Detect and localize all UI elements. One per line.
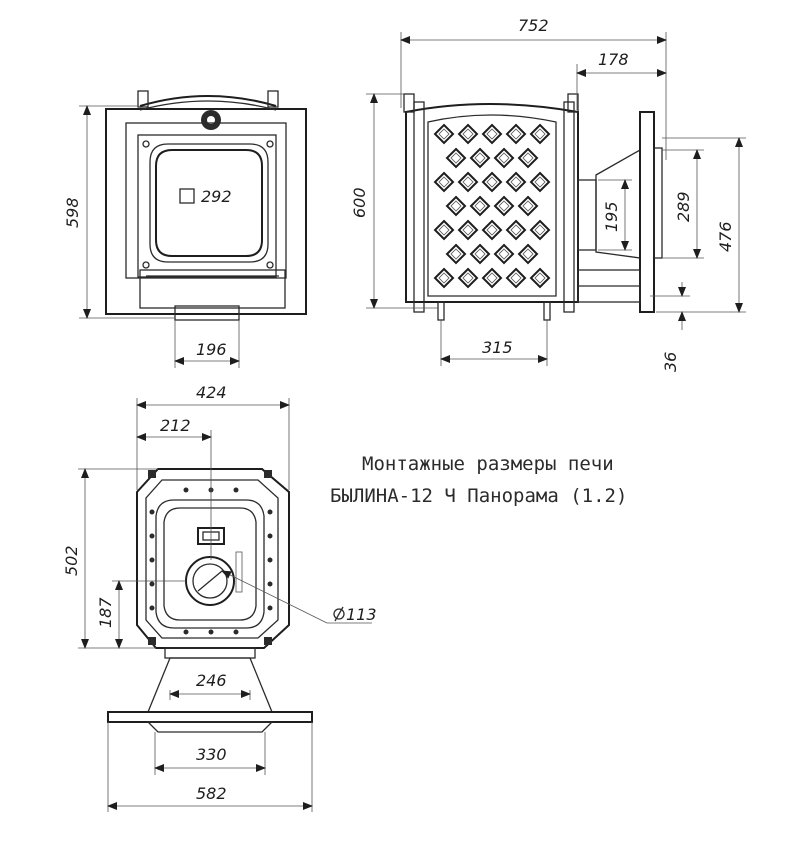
bolt-icon [149, 509, 155, 515]
bolt-icon [183, 629, 189, 635]
front-door-frame [137, 134, 277, 278]
bolt-icon [208, 629, 214, 635]
dim-side-leg-spacing: 315 [482, 338, 513, 357]
dim-side-feed-476: 476 [716, 221, 735, 252]
lattice-cell [529, 219, 551, 241]
side-panel [427, 114, 557, 297]
front-body-outline [105, 108, 307, 315]
bolt-icon [267, 557, 273, 563]
lattice-cell [457, 123, 479, 145]
lattice-cell [517, 243, 539, 265]
bolt-icon [183, 487, 189, 493]
diameter-symbol-icon [333, 608, 345, 620]
bolt-icon [267, 533, 273, 539]
lattice-cell [433, 267, 455, 289]
lattice-cell [433, 123, 455, 145]
front-view: 292 598 196 [63, 90, 307, 368]
dim-top-tunnel: 246 [196, 671, 227, 690]
bolt-icon [149, 557, 155, 563]
dim-top-offset: 212 [160, 416, 191, 435]
lattice-cell [505, 219, 527, 241]
top-view: 424 212 502 187 113 246 330 58 [62, 383, 377, 812]
square-symbol-icon [179, 188, 195, 204]
front-ash-drawer [139, 269, 286, 309]
bolt-icon [267, 581, 273, 587]
side-wall-flange [639, 111, 655, 313]
dim-side-height: 600 [350, 187, 369, 218]
side-tunnel-neck [577, 179, 597, 251]
lattice-cell [529, 267, 551, 289]
top-wall-flange [107, 711, 313, 723]
lattice-cell [493, 195, 515, 217]
bolt-icon [149, 533, 155, 539]
top-lid-plate [155, 499, 265, 629]
dim-top-width: 424 [196, 383, 227, 402]
lattice-cell [517, 147, 539, 169]
bolt-icon [233, 487, 239, 493]
lattice-cell [529, 171, 551, 193]
side-body-outline [405, 103, 579, 303]
lattice-cell [505, 267, 527, 289]
lattice-cell [505, 123, 527, 145]
dim-front-chimney-width: 196 [196, 340, 227, 359]
caption-title: Монтажные размеры печи [362, 453, 614, 475]
front-right-lug [267, 90, 279, 108]
dim-front-glass: 292 [201, 187, 232, 206]
dim-top-depth: 502 [62, 545, 81, 576]
lattice-cell [481, 123, 503, 145]
bolt-icon [149, 581, 155, 587]
side-leg-front [437, 301, 445, 321]
side-lattice-pattern [433, 123, 551, 289]
dim-top-flange: 582 [196, 784, 227, 803]
lattice-cell [481, 267, 503, 289]
lattice-cell [433, 171, 455, 193]
top-tunnel-neck [164, 647, 256, 659]
bolt-icon [233, 629, 239, 635]
side-view: 752 178 600 195 289 476 36 315 [350, 16, 746, 372]
lattice-cell [445, 195, 467, 217]
front-lid-arc [139, 95, 277, 107]
lattice-cell [469, 147, 491, 169]
lattice-cell [517, 195, 539, 217]
dim-top-flue-diameter: 113 [346, 605, 377, 624]
side-leg-back [543, 301, 551, 321]
lattice-cell [469, 243, 491, 265]
dim-top-flue-offset: 187 [96, 597, 115, 628]
lattice-cell [481, 219, 503, 241]
top-flue-inner [192, 563, 228, 599]
lattice-cell [457, 267, 479, 289]
lattice-cell [457, 219, 479, 241]
bolt-icon [149, 605, 155, 611]
front-glass [155, 149, 263, 257]
bolt-icon [267, 605, 273, 611]
lattice-cell [493, 243, 515, 265]
side-right-lug [567, 93, 579, 113]
top-corner-marks [148, 470, 272, 645]
front-frame-bolts [142, 140, 274, 269]
lattice-cell [445, 147, 467, 169]
dim-side-feed-289: 289 [674, 191, 693, 222]
lattice-cell [433, 219, 455, 241]
front-left-lug [137, 90, 149, 108]
lattice-cell [505, 171, 527, 193]
bolt-icon [267, 509, 273, 515]
side-left-lug [403, 93, 415, 113]
lattice-cell [481, 171, 503, 193]
lattice-cell [493, 147, 515, 169]
lattice-cell [529, 123, 551, 145]
dim-top-tunnel-base: 330 [196, 745, 227, 764]
dim-side-feed-195: 195 [602, 201, 621, 232]
dim-side-heat-exchanger: 178 [598, 50, 629, 69]
lattice-cell [457, 171, 479, 193]
top-bolts [149, 487, 273, 635]
dim-side-depth: 752 [518, 16, 549, 35]
lattice-cell [469, 195, 491, 217]
dim-front-height: 598 [63, 197, 82, 228]
caption-subtitle: БЫЛИНА-12 Ч Панорама (1.2) [330, 485, 627, 507]
dim-side-leg-36: 36 [661, 352, 680, 372]
front-tunnel [174, 305, 240, 321]
lattice-cell [445, 243, 467, 265]
